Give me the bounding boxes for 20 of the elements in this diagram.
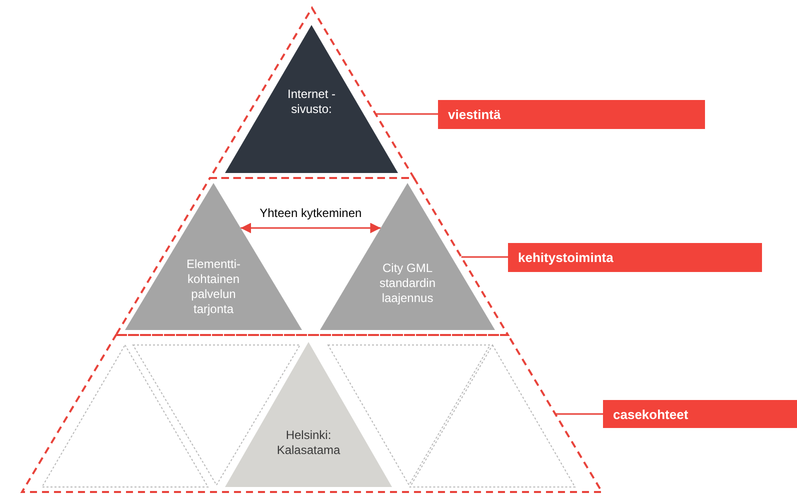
category-label: viestintä bbox=[438, 100, 705, 129]
triangle-text: Helsinki: Kalasatama bbox=[276, 428, 342, 458]
leader-line bbox=[555, 413, 603, 415]
triangle-shape bbox=[225, 342, 392, 487]
leader-line bbox=[461, 256, 508, 258]
pyramid-tier bbox=[210, 8, 414, 178]
triangle-text: City GML standardin laajennus bbox=[378, 261, 437, 306]
double-arrow bbox=[240, 222, 381, 234]
category-label: casekohteet bbox=[603, 400, 797, 428]
triangle-text: Internet -sivusto: bbox=[286, 87, 337, 117]
triangle-shape bbox=[125, 183, 302, 330]
triangle-outline bbox=[42, 345, 208, 487]
triangle-text: Elementti-kohtainen palvelun tarjonta bbox=[185, 257, 242, 317]
pyramid-tier bbox=[116, 178, 508, 335]
category-label: kehitystoiminta bbox=[508, 243, 762, 272]
triangle-outline bbox=[410, 345, 575, 487]
triangle-shape bbox=[225, 25, 398, 173]
pyramid-tier bbox=[22, 335, 602, 492]
leader-line bbox=[376, 113, 438, 115]
edge-label: Yhteen kytkeminen bbox=[258, 206, 364, 220]
